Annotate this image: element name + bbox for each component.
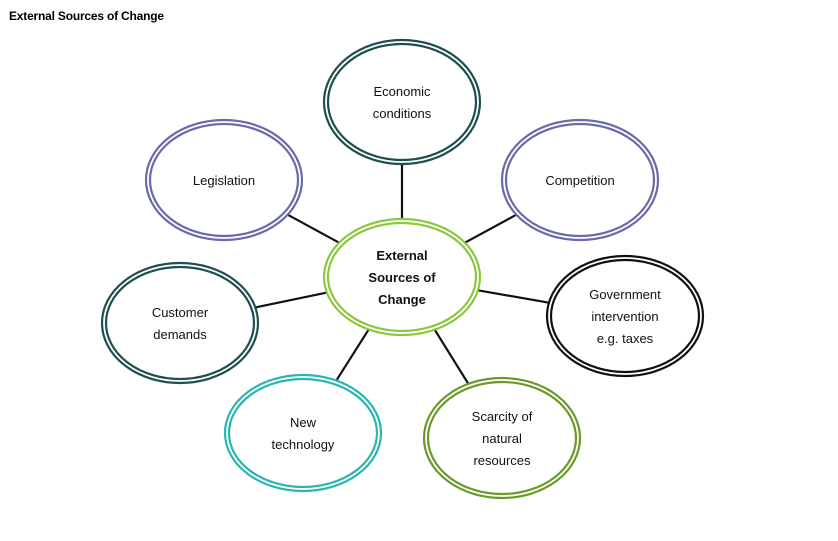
node-inner-ring xyxy=(326,221,478,333)
connector-competition xyxy=(464,213,517,244)
node-customer-demands: Customer demands xyxy=(100,261,260,385)
node-label-line: Customer xyxy=(152,305,209,320)
node-inner-ring xyxy=(104,265,256,381)
node-outer-ring xyxy=(322,38,482,166)
connector-legislation xyxy=(287,213,340,244)
node-outer-ring xyxy=(545,254,705,378)
node-label-line: Sources of xyxy=(368,270,436,285)
node-outer-ring xyxy=(500,118,660,242)
node-scarcity-natural-resources: Scarcity of natural resources xyxy=(422,376,582,500)
node-competition: Competition xyxy=(500,118,660,242)
connector-new-technology xyxy=(335,328,370,382)
node-inner-ring xyxy=(426,380,578,496)
connector-scarcity-natural-resources xyxy=(433,329,470,385)
node-economic-conditions: Economic conditions xyxy=(322,38,482,166)
node-inner-ring xyxy=(227,377,379,489)
node-inner-ring xyxy=(549,258,701,374)
node-legislation: Legislation xyxy=(144,118,304,242)
node-label-line: natural xyxy=(482,431,522,446)
node-outer-ring xyxy=(223,373,383,493)
node-label-line: Competition xyxy=(545,173,614,188)
connector-customer-demands xyxy=(255,291,328,309)
node-government-intervention: Government intervention e.g. taxes xyxy=(545,254,705,378)
node-label-line: Change xyxy=(378,292,426,307)
node-label-line: Scarcity of xyxy=(472,409,533,424)
node-outer-ring xyxy=(422,376,582,500)
node-label-line: Economic xyxy=(373,84,431,99)
node-label-line: e.g. taxes xyxy=(597,331,654,346)
node-label-line: technology xyxy=(272,437,335,452)
node-label-line: New xyxy=(290,415,317,430)
node-outer-ring xyxy=(322,217,482,337)
diagram-title: External Sources of Change xyxy=(9,9,164,23)
node-inner-ring xyxy=(504,122,656,238)
node-label-line: conditions xyxy=(373,106,432,121)
node-inner-ring xyxy=(326,42,478,162)
node-label-line: intervention xyxy=(591,309,658,324)
connector-government-intervention xyxy=(477,289,550,304)
node-label-line: resources xyxy=(473,453,531,468)
node-outer-ring xyxy=(100,261,260,385)
node-outer-ring xyxy=(144,118,304,242)
node-new-technology: New technology xyxy=(223,373,383,493)
node-label-line: demands xyxy=(153,327,207,342)
node-inner-ring xyxy=(148,122,300,238)
node-label-line: Government xyxy=(589,287,661,302)
node-label-line: External xyxy=(376,248,427,263)
node-label-line: Legislation xyxy=(193,173,255,188)
